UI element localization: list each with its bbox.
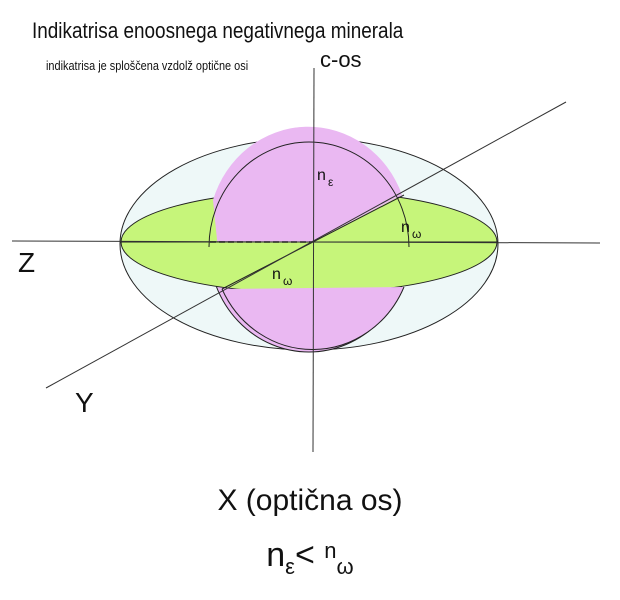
principal-section-outline — [208, 141, 410, 248]
n-omega-label-front: n ω — [272, 266, 292, 288]
relation-epsilon: ε — [285, 554, 295, 579]
page-title: Indikatrisa enoosnega negativnega minera… — [32, 18, 404, 43]
relation-n-epsilon: n — [266, 536, 286, 574]
svg-text:n: n — [401, 219, 410, 236]
relation-omega: ω — [336, 554, 354, 579]
refractive-index-relation: nε< nω — [0, 536, 620, 579]
relation-n-omega: n — [324, 538, 337, 563]
svg-text:n: n — [272, 266, 281, 283]
c-axis-line — [312, 67, 315, 453]
svg-text:ω: ω — [412, 227, 421, 241]
y-axis-line — [45, 101, 567, 389]
svg-text:ω: ω — [283, 274, 292, 288]
z-axis-label: Z — [18, 247, 35, 278]
page-subtitle: indikatrisa je sploščena vzdolž optične … — [46, 58, 249, 73]
optic-axis-caption: X (optična os) — [217, 484, 403, 517]
svg-text:n: n — [317, 167, 326, 184]
n-omega-label-right: n ω — [401, 219, 421, 241]
y-axis-label: Y — [75, 387, 94, 418]
c-axis-label: c-os — [320, 47, 362, 72]
svg-text:ε: ε — [328, 175, 334, 189]
relation-less-than: < — [294, 536, 315, 574]
n-epsilon-label: n ε — [317, 167, 334, 189]
